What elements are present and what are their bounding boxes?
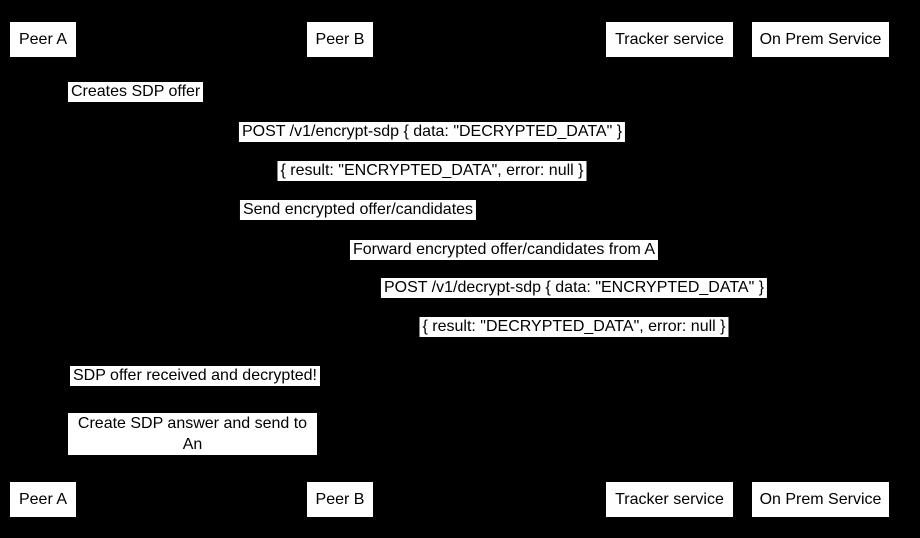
message-send-encrypted-offer: Send encrypted offer/candidates (239, 200, 477, 220)
message-sdp-offer-received: SDP offer received and decrypted! (70, 366, 320, 386)
participant-label: Tracker service (615, 490, 724, 508)
message-forward-encrypted-offer: Forward encrypted offer/candidates from … (349, 240, 659, 260)
participant-label: On Prem Service (759, 30, 882, 48)
participant-peer-b-bottom: Peer B (307, 482, 373, 517)
participant-label: Peer A (18, 30, 68, 48)
note-line-2: using the same mechanism (95, 457, 290, 474)
participant-label: Peer A (18, 490, 68, 508)
participant-tracker-service-bottom: Tracker service (606, 482, 733, 517)
message-encrypt-result: { result: "ENCRYPTED_DATA", error: null … (277, 161, 587, 181)
lifeline-on-prem-service (820, 57, 821, 482)
participant-on-prem-service-bottom: On Prem Service (752, 482, 889, 517)
message-decrypt-result: { result: "DECRYPTED_DATA", error: null … (419, 317, 729, 337)
note-create-sdp-answer: Create SDP answer and send to An using t… (68, 413, 317, 474)
participant-peer-b-top: Peer B (307, 22, 373, 57)
participant-label: Peer B (315, 30, 365, 48)
participant-peer-a-top: Peer A (10, 22, 76, 57)
participant-peer-a-bottom: Peer A (10, 482, 76, 517)
message-post-encrypt-sdp: POST /v1/encrypt-sdp { data: "DECRYPTED_… (238, 122, 626, 142)
note-line-1: Create SDP answer and send to An (77, 415, 308, 453)
participant-label: On Prem Service (759, 490, 882, 508)
participant-label: Tracker service (615, 30, 724, 48)
lifeline-peer-a (43, 57, 44, 482)
participant-tracker-service-top: Tracker service (606, 22, 733, 57)
lifeline-peer-b (340, 57, 341, 482)
lifeline-tracker-service (669, 57, 670, 482)
participant-label: Peer B (315, 490, 365, 508)
message-post-decrypt-sdp: POST /v1/decrypt-sdp { data: "ENCRYPTED_… (380, 278, 768, 298)
message-creates-sdp-offer: Creates SDP offer (68, 82, 204, 102)
participant-on-prem-service-top: On Prem Service (752, 22, 889, 57)
